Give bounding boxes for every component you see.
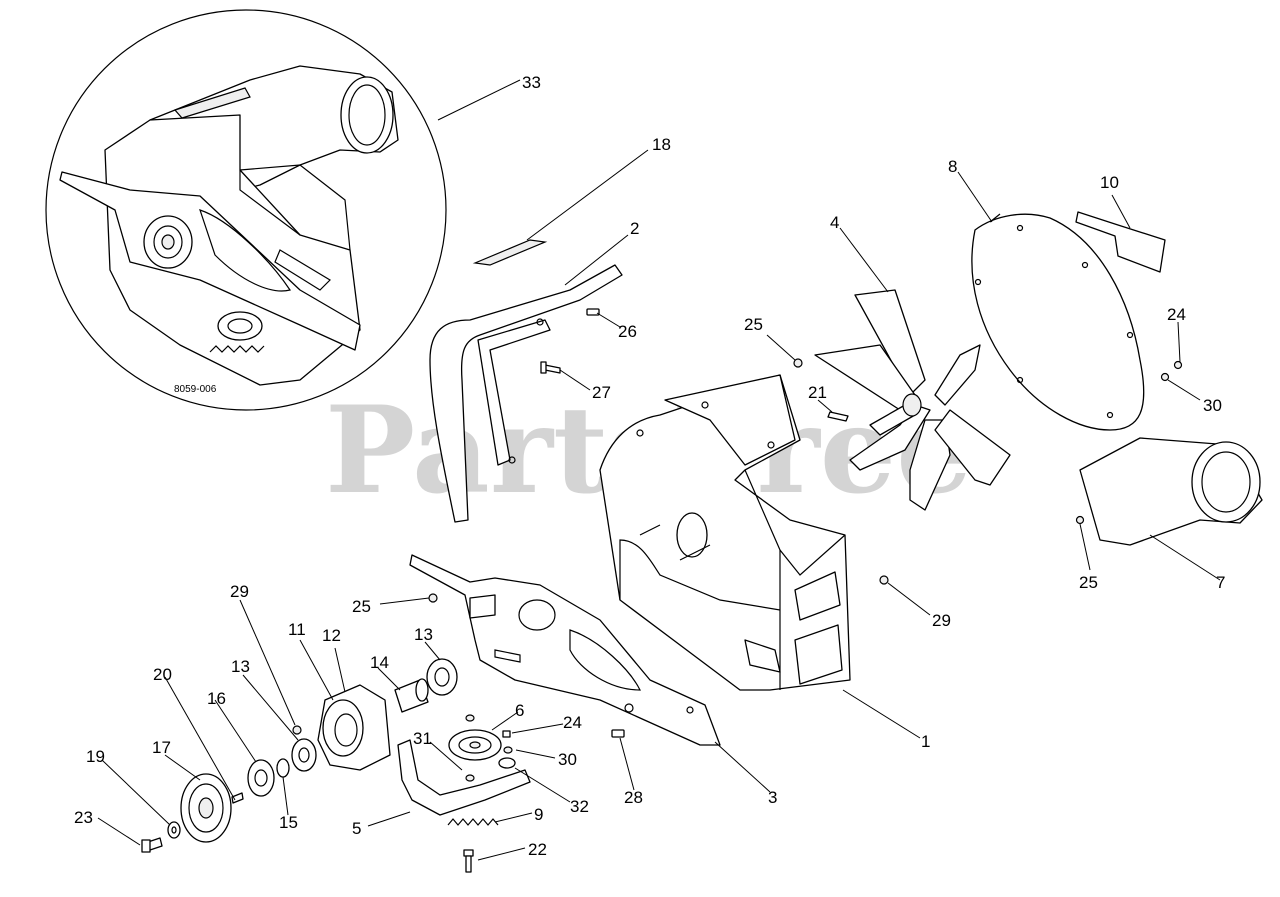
inset-detail: 8059-006 (45, 9, 447, 411)
callout-19: 19 (86, 747, 105, 766)
callout-labels: 33 18 2 4 8 10 24 30 25 26 27 21 25 7 29… (74, 73, 1225, 859)
callout-1: 1 (921, 732, 930, 751)
label-part (1075, 211, 1166, 273)
callout-4: 4 (830, 213, 839, 232)
callout-17: 17 (152, 738, 171, 757)
callout-24-lower: 24 (563, 713, 582, 732)
callout-10: 10 (1100, 173, 1119, 192)
callout-13-upper: 13 (414, 625, 433, 644)
discharge-chute-part (1079, 437, 1263, 546)
callout-7: 7 (1216, 573, 1225, 592)
callout-27: 27 (592, 383, 611, 402)
key-part (231, 792, 244, 804)
hub-bearing-part (317, 684, 391, 771)
fastener-27 (540, 361, 561, 374)
bolt-22-part (463, 849, 474, 873)
fastener-28 (611, 729, 625, 738)
callout-2: 2 (630, 219, 639, 238)
curved-bracket-part (429, 264, 623, 523)
callout-26: 26 (618, 322, 637, 341)
callout-25-right: 25 (1079, 573, 1098, 592)
callout-33: 33 (522, 73, 541, 92)
callout-6: 6 (515, 701, 524, 720)
back-plate-part (971, 213, 1145, 431)
callout-30-upper: 30 (1203, 396, 1222, 415)
callout-23: 23 (74, 808, 93, 827)
callout-9: 9 (534, 805, 543, 824)
drive-pulley-part (180, 773, 232, 843)
callout-22: 22 (528, 840, 547, 859)
callout-20: 20 (153, 665, 172, 684)
callout-28: 28 (624, 788, 643, 807)
callout-16: 16 (207, 689, 226, 708)
lower-bracket-part (409, 554, 721, 746)
fan-impeller-part (814, 289, 1011, 511)
callout-13-lower: 13 (231, 657, 250, 676)
bolt-23-part (141, 837, 163, 853)
inset-code-label: 8059-006 (174, 384, 217, 395)
main-housing-part (599, 374, 851, 691)
callout-31: 31 (413, 729, 432, 748)
bearing-part (426, 658, 458, 696)
callout-5: 5 (352, 819, 361, 838)
idler-pulley-part (448, 714, 502, 761)
leader-lines (97, 79, 1221, 861)
bearing-lower-part (291, 738, 317, 772)
callout-25-lower: 25 (352, 597, 371, 616)
callout-29-mid: 29 (932, 611, 951, 630)
callout-25-upper: 25 (744, 315, 763, 334)
hardware-nuts (292, 358, 1183, 735)
retaining-ring-part (276, 758, 290, 778)
callout-21: 21 (808, 383, 827, 402)
callout-15: 15 (279, 813, 298, 832)
callout-11: 11 (288, 620, 306, 639)
callout-32: 32 (570, 797, 589, 816)
callout-29-left: 29 (230, 582, 249, 601)
callout-24-upper: 24 (1167, 305, 1186, 324)
callout-18: 18 (652, 135, 671, 154)
callout-12: 12 (322, 626, 341, 645)
gasket-part (472, 239, 548, 266)
washer-part (167, 821, 181, 839)
callout-14: 14 (370, 653, 389, 672)
spring-part (447, 818, 499, 826)
fastener-21 (827, 411, 849, 422)
spacer-ring-part (247, 759, 275, 797)
fastener-26 (586, 308, 600, 316)
callout-3: 3 (768, 788, 777, 807)
callout-8: 8 (948, 157, 957, 176)
spacer-tube-part (394, 678, 429, 713)
callout-30-lower: 30 (558, 750, 577, 769)
hardware-near-idler (465, 730, 516, 782)
